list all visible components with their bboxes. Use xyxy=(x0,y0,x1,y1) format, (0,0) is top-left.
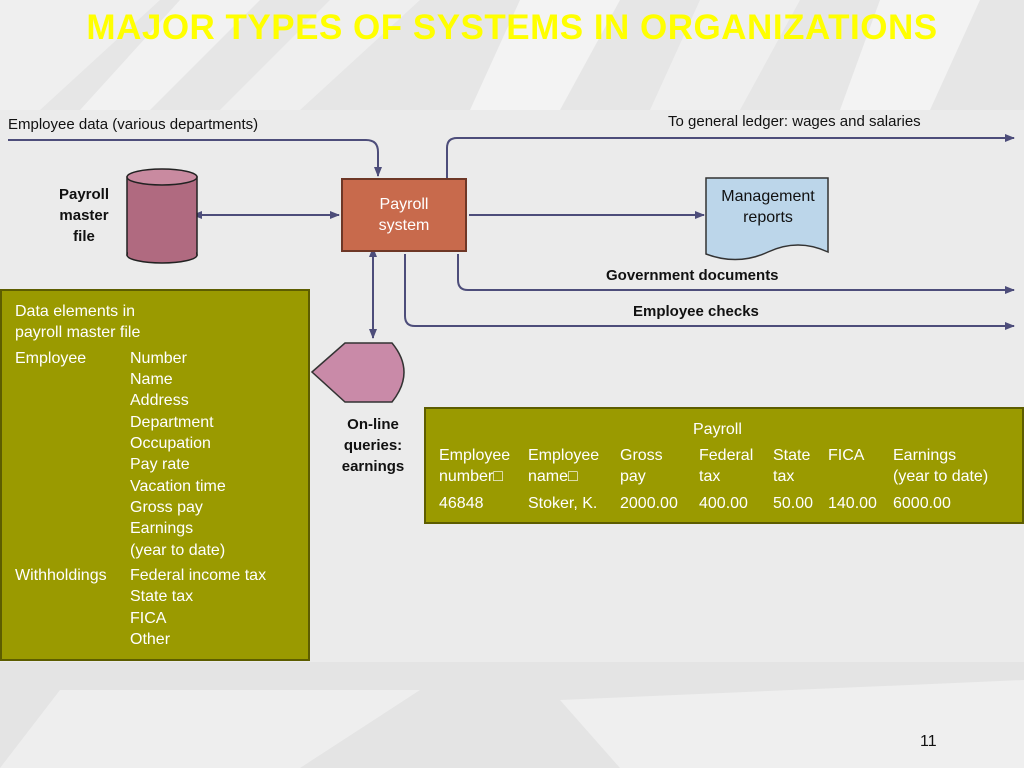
group-name-withholdings: Withholdings xyxy=(15,567,107,584)
employee-item: (year to date) xyxy=(130,542,226,559)
table-cell: 6000.00 xyxy=(893,495,951,512)
employee-data-label: Employee data (various departments) xyxy=(8,116,259,133)
employee-checks-label: Employee checks xyxy=(633,303,759,320)
payroll-table-title: Payroll xyxy=(693,421,742,438)
master-file-label: Payroll master file xyxy=(58,186,110,245)
table-cell: Stoker, K. xyxy=(528,495,598,512)
slide-title: MAJOR TYPES OF SYSTEMS IN ORGANIZATIONS xyxy=(86,8,938,47)
employee-item: Number xyxy=(130,350,187,367)
online-queries-display xyxy=(310,342,405,403)
payroll-system-box: Payroll system xyxy=(341,178,467,252)
employee-item: Earnings xyxy=(130,520,194,537)
withholdings-item: FICA xyxy=(130,610,167,627)
employee-item: Gross pay xyxy=(130,499,203,516)
employee-item: Department xyxy=(130,414,214,431)
online-queries-label: On-line queries: earnings xyxy=(341,416,405,475)
data-elements-heading-2: payroll master file xyxy=(15,324,141,341)
general-ledger-label: To general ledger: wages and salaries xyxy=(668,113,921,130)
column-header: Earnings(year to date) xyxy=(893,447,989,485)
management-reports-label: Management reports xyxy=(721,188,815,226)
government-documents-arrow xyxy=(457,254,1015,294)
withholdings-item: Other xyxy=(130,631,171,648)
withholdings-item: Federal income tax xyxy=(130,567,267,584)
table-cell: 50.00 xyxy=(773,495,814,512)
withholdings-item: State tax xyxy=(130,588,194,605)
general-ledger-arrow xyxy=(446,134,1015,178)
table-cell: 140.00 xyxy=(828,495,877,512)
column-header: FICA xyxy=(828,447,865,464)
employee-item: Vacation time xyxy=(130,478,226,495)
government-documents-label: Government documents xyxy=(606,267,779,284)
table-cell: 46848 xyxy=(439,495,484,512)
employee-data-arrow xyxy=(8,139,382,177)
table-cell: 400.00 xyxy=(699,495,748,512)
employee-item: Occupation xyxy=(130,435,211,452)
master-file-cylinder xyxy=(126,168,198,264)
table-cell: 2000.00 xyxy=(620,495,678,512)
management-reports-document xyxy=(705,177,829,261)
data-elements-heading-1: Data elements in xyxy=(15,303,136,320)
employee-item: Name xyxy=(130,371,173,388)
data-elements-panel: Data elements in payroll master file Emp… xyxy=(0,289,310,661)
employee-item: Address xyxy=(130,392,189,409)
page-number: 11 xyxy=(920,733,937,750)
group-name-employee: Employee xyxy=(15,350,87,367)
employee-checks-arrow xyxy=(404,254,1015,330)
employee-item: Pay rate xyxy=(130,456,190,473)
